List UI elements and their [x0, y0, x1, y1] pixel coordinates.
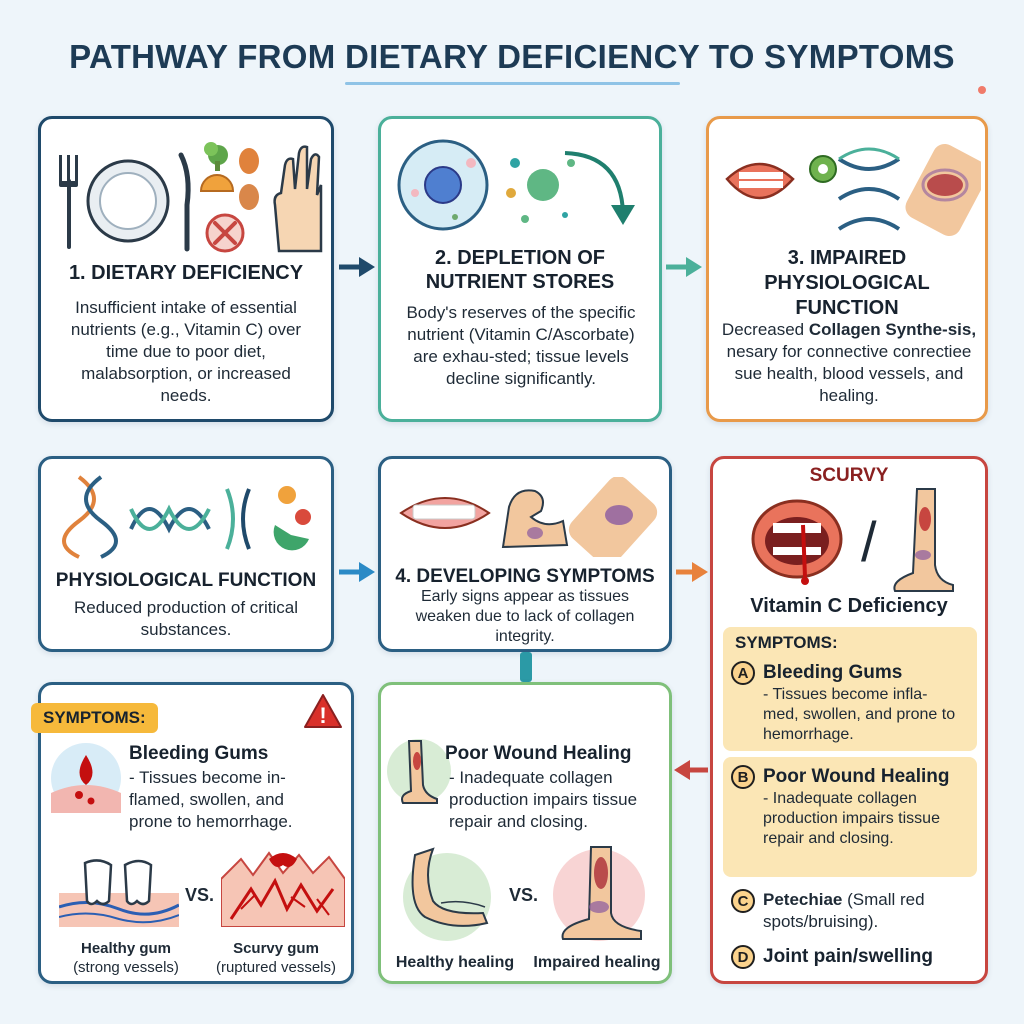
physio-card: PHYSIOLOGICAL FUNCTION Reduced productio… — [38, 456, 334, 652]
teeth-arm-skin-icon — [399, 477, 658, 557]
symptom-box-a: SYMPTOMS: A Bleeding Gums - Tissues beco… — [723, 627, 977, 751]
scurvy-subtitle: Vitamin C Deficiency — [750, 595, 948, 617]
step3-heading-line3: FUNCTION — [795, 297, 899, 319]
healthy-healing-caption: Healthy healing — [395, 954, 515, 971]
badge-c: C — [731, 889, 755, 913]
physio-heading: PHYSIOLOGICAL FUNCTION — [55, 570, 317, 591]
healthy-healing-icon — [403, 847, 491, 941]
wound-vs: VS. — [509, 885, 539, 905]
step3-card: 3. IMPAIRED PHYSIOLOGICAL FUNCTION Decre… — [706, 116, 988, 422]
page-title: PATHWAY FROM DIETARY DEFICIENCY TO SYMPT… — [69, 38, 955, 75]
leg-icon — [387, 739, 451, 804]
symptom-c-title: Petechiae — [763, 890, 843, 909]
step2-card: 2. DEPLETION OF NUTRIENT STORES Body's r… — [378, 116, 662, 422]
step1-heading: 1. DIETARY DEFICIENCY — [68, 262, 304, 284]
scurvy-gum-caption: Scurvy gum — [233, 940, 319, 957]
scurvy-gum-icon — [221, 851, 345, 927]
symptom-c-text: (Small red spots/bruising). — [763, 890, 925, 931]
symptom-b-title: Poor Wound Healing — [763, 766, 950, 787]
healthy-gum-caption-2: (strong vessels) — [73, 959, 179, 976]
symptom-b-text: - Inadequate collagen production impairs… — [763, 790, 940, 847]
blood-drop-icon — [51, 743, 121, 813]
left-symptoms-label: SYMPTOMS: — [31, 703, 158, 733]
step1-text: Insufficient intake of essential nutrien… — [70, 298, 302, 405]
left-bleeding-text: - Tissues become in-flamed, swollen, and… — [129, 768, 293, 831]
step2-heading-line1: 2. DEPLETION OF — [434, 247, 606, 269]
step2-text: Body's reserves of the specific nutrient… — [406, 303, 636, 388]
symptom-box-b: B Poor Wound Healing - Inadequate collag… — [723, 757, 977, 877]
badge-b: B — [731, 765, 755, 789]
symptom-c-row: C Petechiae (Small red spots/bruising). — [731, 889, 981, 933]
decorative-dot — [978, 86, 986, 94]
symptom-a-text: - Tissues become infla-med, swollen, and… — [763, 686, 956, 743]
step2-heading-line2: NUTRIENT STORES — [425, 271, 615, 293]
symptom-a-title: Bleeding Gums — [763, 662, 903, 683]
scurvy-gum-caption-2: (ruptured vessels) — [215, 959, 337, 976]
arrow-left-icon — [674, 760, 708, 780]
healthy-gum-icon — [59, 859, 179, 927]
arrow-right-icon — [339, 562, 375, 582]
arrow-right-icon — [676, 562, 708, 582]
left-vs: VS. — [185, 885, 215, 905]
symptom-d-title: Joint pain/swelling — [763, 946, 933, 967]
step4-card: 4. DEVELOPING SYMPTOMS Early signs appea… — [378, 456, 672, 652]
symptom-a-row: A Bleeding Gums — [731, 661, 902, 685]
symptom-d-row: D Joint pain/swelling — [731, 945, 933, 969]
left-bleeding-title: Bleeding Gums — [129, 743, 269, 764]
scurvy-label: SCURVY — [809, 465, 889, 486]
arrow-right-icon — [339, 257, 375, 277]
title-underline — [345, 82, 680, 85]
cell-depletion-icon — [397, 139, 635, 231]
wound-card: Poor Wound Healing - Inadequate collagen… — [378, 682, 672, 984]
impaired-healing-icon — [553, 846, 645, 941]
warning-icon: ! — [304, 694, 342, 728]
step3-text: Decreased Collagen Synthe-sis, nesary fo… — [721, 319, 977, 407]
step4-text: Early signs appear as tissues weaken due… — [415, 588, 635, 645]
wound-text: - Inadequate collagen production impairs… — [449, 768, 638, 831]
dna-strands-icon — [62, 475, 311, 559]
step3-heading-line2: PHYSIOLOGICAL — [764, 272, 930, 294]
connector-line — [520, 652, 532, 682]
scurvy-mouth-leg-icon: / — [751, 488, 954, 592]
step3-heading-line1: 3. IMPAIRED — [787, 247, 907, 269]
scurvy-slash: / — [861, 510, 877, 573]
step3-text-bold: Collagen Synthe-sis, — [808, 320, 977, 339]
step3-text-pre: Decreased — [721, 320, 809, 339]
scurvy-card: SCURVY / Vitamin C Deficiency SYMPTOMS: … — [710, 456, 988, 984]
scurvy-symptoms-label: SYMPTOMS: — [735, 633, 838, 652]
healthy-gum-caption: Healthy gum — [80, 940, 171, 957]
left-symptoms-card: SYMPTOMS: ! Bleeding Gums - Tissues beco… — [31, 682, 354, 984]
step3-text-post: nesary for connective conrectiee sue hea… — [726, 342, 972, 405]
mouth-dna-skin-icon — [725, 143, 981, 237]
plate-fork-knife-icon — [59, 142, 323, 253]
wound-title: Poor Wound Healing — [445, 743, 632, 764]
warning-mark: ! — [319, 703, 326, 728]
impaired-healing-caption: Impaired healing — [533, 954, 661, 971]
arrow-right-icon — [666, 257, 702, 277]
badge-a: A — [731, 661, 755, 685]
physio-text: Reduced production of critical substance… — [74, 598, 298, 639]
symptom-c-content: Petechiae (Small red spots/bruising). — [763, 889, 981, 933]
step4-heading: 4. DEVELOPING SYMPTOMS — [395, 566, 655, 587]
badge-d: D — [731, 945, 755, 969]
step1-card: 1. DIETARY DEFICIENCY Insufficient intak… — [38, 116, 334, 422]
symptom-b-row: B Poor Wound Healing — [731, 765, 949, 789]
